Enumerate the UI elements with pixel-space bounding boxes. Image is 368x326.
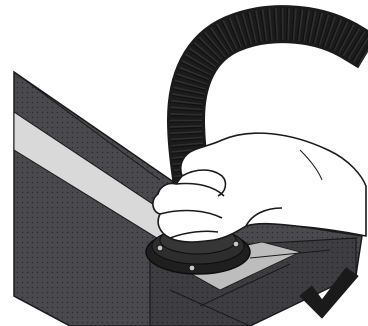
installation-illustration	[0, 0, 368, 326]
